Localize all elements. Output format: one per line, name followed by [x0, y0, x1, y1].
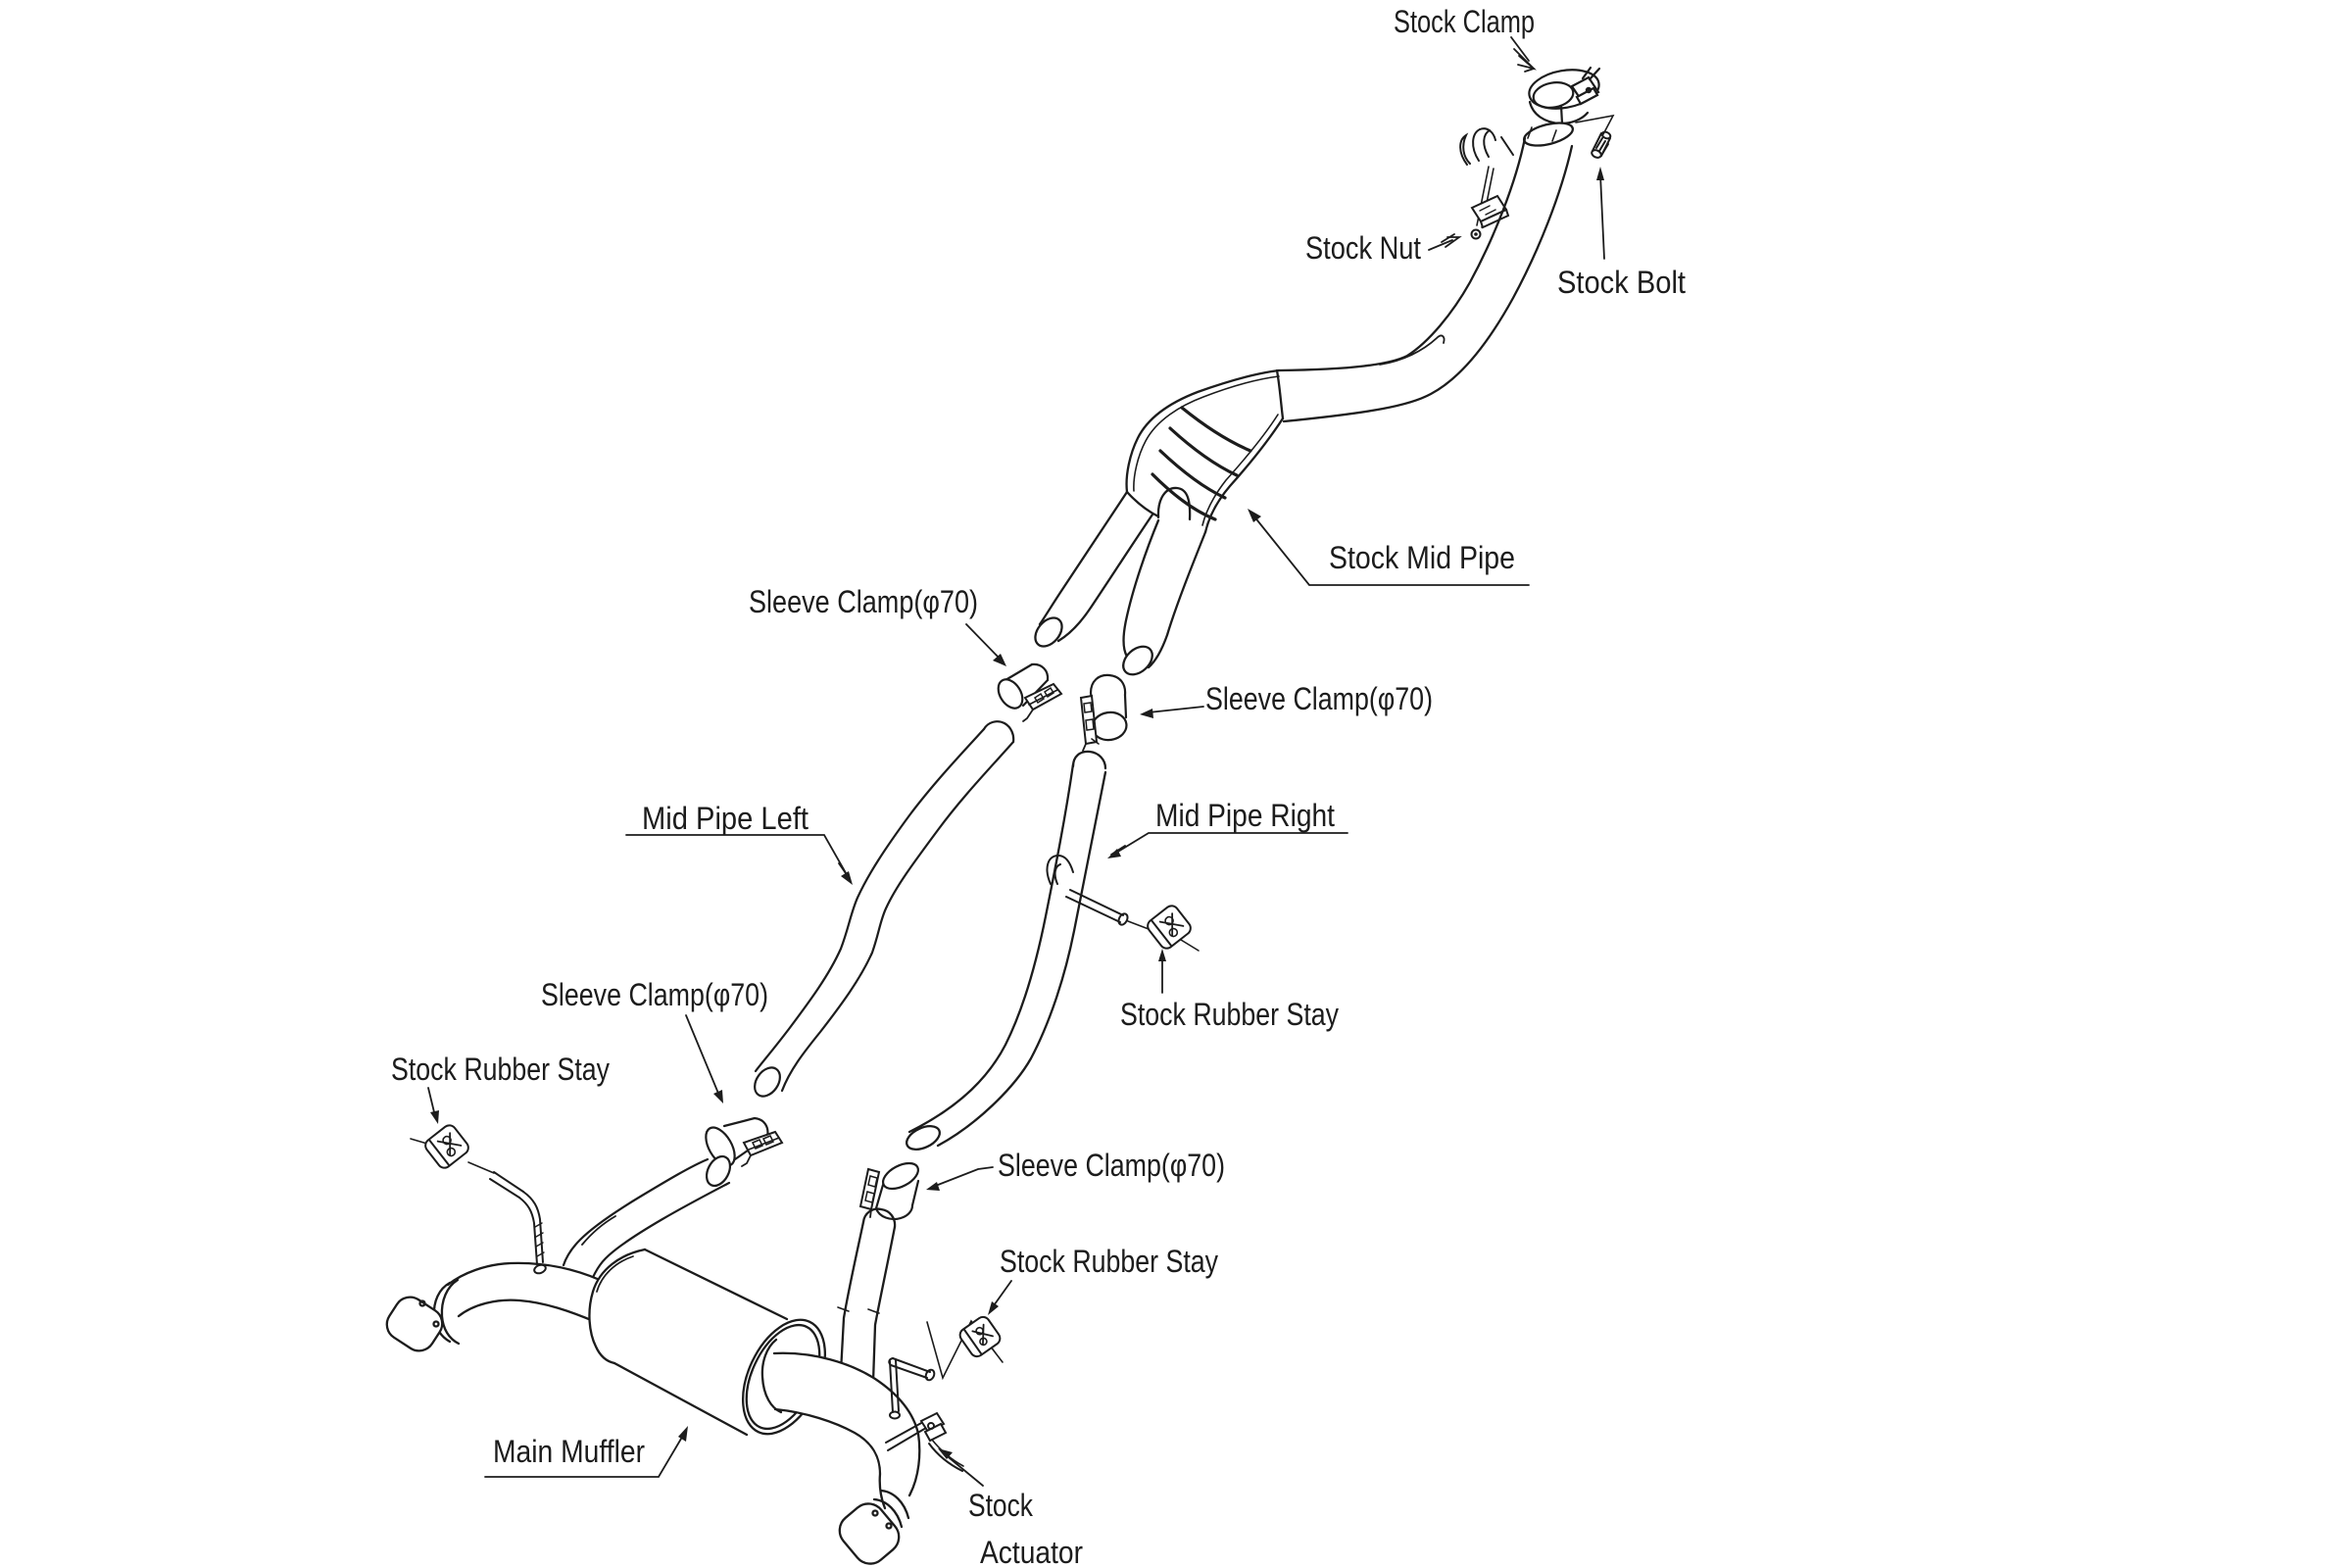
svg-text:Stock Clamp: Stock Clamp [1394, 4, 1535, 39]
svg-text:Sleeve Clamp(φ70): Sleeve Clamp(φ70) [749, 584, 978, 619]
svg-text:Mid Pipe Right: Mid Pipe Right [1155, 798, 1335, 833]
svg-text:Actuator: Actuator [980, 1535, 1083, 1568]
svg-text:Stock Rubber Stay: Stock Rubber Stay [1000, 1244, 1218, 1279]
svg-text:Stock Bolt: Stock Bolt [1557, 265, 1686, 300]
svg-text:Sleeve Clamp(φ70): Sleeve Clamp(φ70) [541, 977, 768, 1012]
svg-text:Stock Nut: Stock Nut [1305, 230, 1421, 266]
svg-text:Mid Pipe Left: Mid Pipe Left [642, 801, 808, 836]
svg-text:Stock Mid Pipe: Stock Mid Pipe [1329, 540, 1515, 575]
svg-text:Stock Rubber Stay: Stock Rubber Stay [1120, 997, 1339, 1032]
svg-text:Sleeve Clamp(φ70): Sleeve Clamp(φ70) [1205, 681, 1433, 716]
svg-text:Main Muffler: Main Muffler [493, 1434, 645, 1469]
svg-text:Stock Rubber Stay: Stock Rubber Stay [391, 1052, 610, 1087]
svg-text:Sleeve Clamp(φ70): Sleeve Clamp(φ70) [998, 1148, 1225, 1183]
svg-text:Stock: Stock [968, 1488, 1034, 1523]
